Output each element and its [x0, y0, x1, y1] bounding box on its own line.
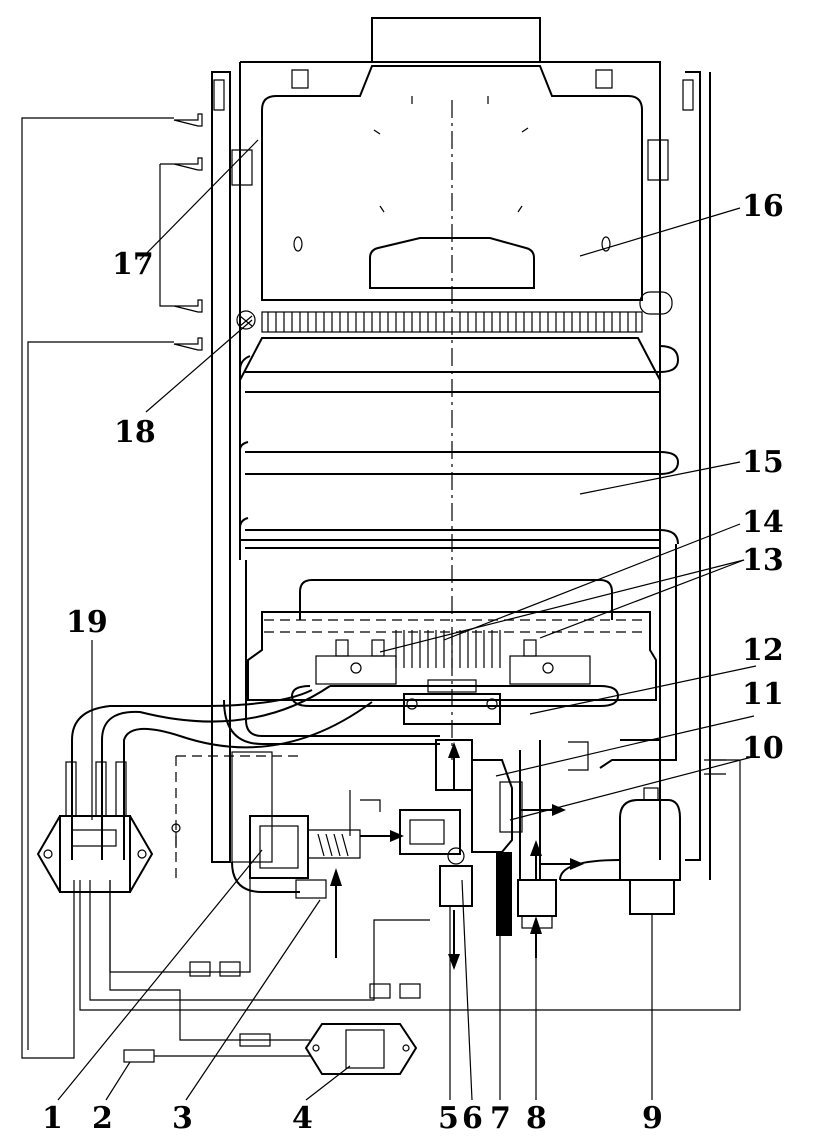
callout-1: 1 [42, 1101, 63, 1136]
callout-11: 11 [742, 677, 784, 712]
callout-2: 2 [92, 1101, 113, 1136]
callout-4: 4 [292, 1101, 313, 1136]
callout-10: 10 [742, 731, 784, 766]
solenoid-valve [249, 815, 361, 899]
callout-5: 5 [438, 1101, 459, 1136]
leader-lines [57, 139, 757, 1101]
callout-7: 7 [490, 1101, 511, 1136]
callout-13: 13 [742, 543, 784, 578]
burner-assembly [247, 579, 657, 725]
gas-connection [560, 787, 681, 915]
wiring [21, 113, 741, 1059]
piping [223, 540, 677, 893]
callout-16: 16 [742, 189, 784, 224]
callout-6: 6 [462, 1101, 483, 1136]
callout-14: 14 [742, 505, 784, 540]
callout-3: 3 [172, 1101, 193, 1136]
controller-box [36, 761, 181, 893]
flow-arrows [330, 742, 584, 970]
callout-labels: 1 2 3 4 5 6 7 8 9 10 11 12 13 14 15 16 1… [42, 189, 784, 1136]
callout-15: 15 [742, 445, 784, 480]
callout-9: 9 [642, 1101, 663, 1136]
smoke-hood [261, 65, 643, 301]
callout-17: 17 [112, 247, 154, 282]
water-valve [471, 741, 589, 936]
callout-8: 8 [526, 1101, 547, 1136]
callout-12: 12 [742, 633, 784, 668]
chassis-frame [211, 17, 711, 880]
sensor-probe [123, 1049, 310, 1063]
callout-19: 19 [66, 605, 108, 640]
callout-18: 18 [114, 415, 156, 450]
display-unit [304, 1023, 418, 1075]
